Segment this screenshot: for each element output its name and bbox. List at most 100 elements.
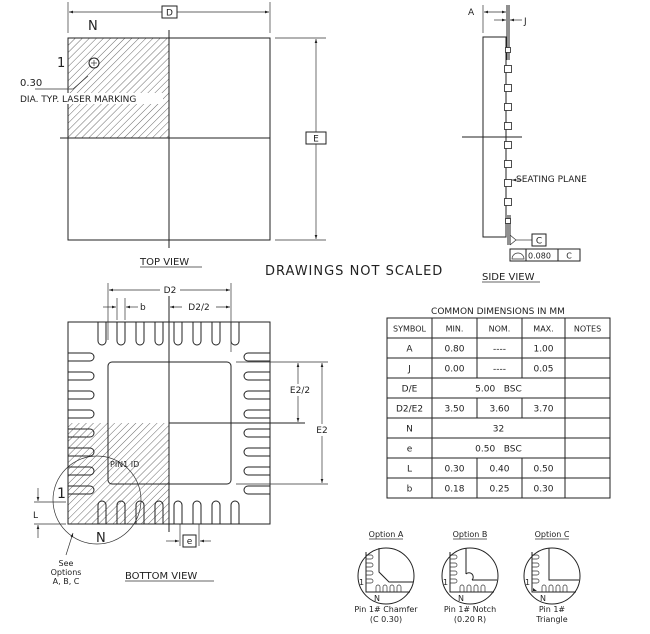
drawings-not-scaled-note: DRAWINGS NOT SCALED — [265, 264, 443, 279]
side-lead — [504, 84, 512, 92]
table-header-cell: MAX. — [533, 325, 553, 334]
table-cell-symbol: D/E — [402, 385, 418, 395]
lead-pad-right — [243, 485, 270, 495]
lead-pad-top — [97, 322, 107, 346]
seating-plane-label: SEATING PLANE — [516, 175, 587, 185]
lead-pad-bottom — [230, 500, 240, 524]
marking-note: DIA. TYP. LASER MARKING — [20, 95, 136, 105]
lead-pad — [366, 578, 374, 584]
table-cell-max: 0.50 — [533, 465, 553, 475]
table-header-cell: NOTES — [574, 325, 601, 334]
option-caption: (C 0.30) — [370, 615, 402, 624]
lead-pad — [366, 562, 374, 568]
table-cell-min: 0.00 — [444, 365, 464, 375]
table-cell-symbol: D2/E2 — [396, 405, 423, 415]
table-cell-symbol: e — [407, 445, 413, 455]
option-detail-circle — [523, 547, 581, 605]
side-lead — [504, 160, 512, 168]
option-caption: Triangle — [535, 615, 567, 624]
dimension-d2-label: D2 — [164, 286, 177, 296]
lead-pad-bottom — [173, 500, 183, 524]
table-header-cell: SYMBOL — [393, 325, 427, 334]
lead-pad-top — [192, 322, 202, 346]
side-lead — [504, 103, 512, 111]
table-cell-min: 3.50 — [444, 405, 464, 415]
dimension-e2-half-label: E2/2 — [290, 386, 310, 396]
side-view: A J SEATING PLANE C 0.080 C SIDE VIEW — [462, 5, 587, 283]
pin-1-label: 1 — [525, 578, 530, 587]
pin-1-label: 1 — [57, 486, 66, 502]
datum-c-label: C — [536, 237, 542, 247]
lead-pad-bottom — [211, 500, 221, 524]
pin-1-label: 1 — [443, 578, 448, 587]
side-leads — [504, 47, 512, 224]
dimension-d-label: D — [166, 9, 173, 19]
side-lead — [504, 179, 512, 187]
chamfer-corner — [378, 548, 413, 583]
lead-pad-right — [243, 466, 270, 476]
table-cell-symbol: N — [406, 425, 413, 435]
lead-pad — [532, 554, 540, 560]
marking-size: 0.30 — [20, 78, 42, 89]
table-cell-min: 0.30 — [444, 465, 464, 475]
lead-pad-bottom — [116, 500, 126, 524]
option-detail-circle — [357, 547, 415, 605]
datum-c-box — [531, 233, 547, 247]
table-cell-max: 3.70 — [533, 405, 553, 415]
side-lead — [504, 65, 512, 73]
dimension-e-label: E — [313, 135, 319, 145]
pin1-quadrant-hatch — [68, 423, 169, 524]
table-cell-nom: 0.40 — [489, 465, 509, 475]
lead-pad-left — [68, 485, 95, 495]
pin1-triangle-icon — [533, 588, 537, 591]
lead-pad — [366, 554, 374, 560]
bottom-view: D2 b D2/2 E2/2 E2 e L 1 N PIN1 ID See Op… — [33, 283, 333, 586]
profile-of-surface-icon — [511, 252, 525, 260]
pin1-quadrant-hatch — [68, 38, 169, 138]
detail-circle — [52, 455, 142, 545]
pad-edge — [548, 548, 579, 581]
lead-pad-right — [243, 409, 270, 419]
table-cell-nom: 3.60 — [489, 405, 509, 415]
option-caption: Pin 1# Notch — [444, 605, 496, 614]
option-detail-circle — [441, 547, 499, 605]
pin-1-label: 1 — [57, 56, 65, 71]
side-lead — [505, 47, 511, 53]
table-title: COMMON DIMENSIONS IN MM — [431, 307, 565, 317]
table-cell-symbol: A — [406, 345, 413, 355]
table-cell-symbol: b — [407, 485, 413, 495]
lead-pad-bottom — [135, 500, 145, 524]
lead-pad — [450, 570, 458, 576]
side-lead — [504, 141, 512, 149]
lead-pad-bottom — [97, 500, 107, 524]
lead-pad — [450, 578, 458, 584]
dimension-e-pitch-label: e — [187, 537, 193, 547]
pin-n-label: N — [374, 594, 380, 603]
bottom-view-title: BOTTOM VIEW — [125, 571, 197, 582]
lead-pad — [532, 578, 540, 584]
lead-pad — [480, 584, 486, 592]
dimension-a-label: A — [468, 8, 475, 18]
lead-pad-top — [116, 322, 126, 346]
lead-pad-left — [68, 352, 95, 362]
table-cell-max: 1.00 — [533, 345, 553, 355]
table-cell-symbol: J — [407, 365, 411, 375]
package-edge — [449, 552, 494, 593]
table-cell-span: 0.50 BSC — [475, 445, 522, 455]
lead-pad — [459, 584, 465, 592]
side-lead — [504, 122, 512, 130]
table-cell-min: 0.18 — [444, 485, 464, 495]
see-options-text: See — [59, 559, 74, 568]
option-title: Option B — [453, 530, 488, 539]
table-cell-span: 32 — [493, 425, 504, 435]
option-caption: Pin 1# Chamfer — [354, 605, 418, 614]
table-header-cell: NOM. — [489, 325, 511, 334]
lead-pad — [532, 562, 540, 568]
lead-pad-left — [68, 447, 95, 457]
lead-pad-right — [243, 390, 270, 400]
table-cell-symbol: L — [407, 465, 412, 475]
